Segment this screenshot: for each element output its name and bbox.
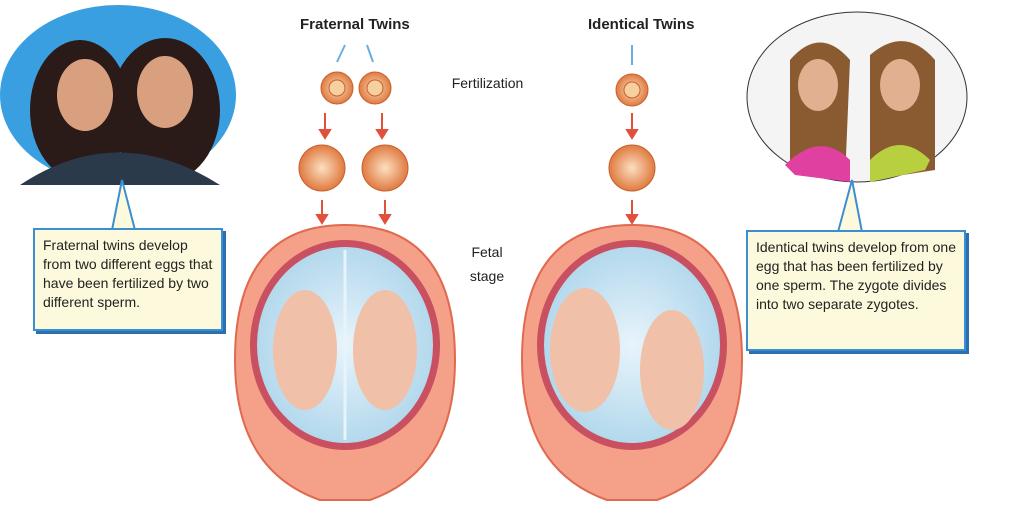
fraternal-twins-photo — [0, 5, 236, 185]
blastocysts — [298, 144, 656, 192]
identical-twins-heading: Identical Twins — [588, 16, 695, 33]
fraternal-uterus — [233, 223, 457, 501]
identical-uterus — [520, 223, 744, 501]
fertilization-label: Fertilization — [451, 75, 524, 91]
arrows — [315, 44, 639, 225]
identical-callout-pointer — [836, 179, 864, 233]
fraternal-callout-pointer — [110, 179, 137, 231]
identical-callout: Identical twins develop from one egg tha… — [746, 230, 966, 351]
fertilized-eggs — [320, 71, 649, 107]
fetal-stage-label: Fetal stage — [469, 244, 505, 284]
fraternal-callout: Fraternal twins develop from two differe… — [33, 228, 223, 331]
identical-twins-photo — [746, 11, 968, 183]
fraternal-twins-heading: Fraternal Twins — [300, 16, 410, 33]
